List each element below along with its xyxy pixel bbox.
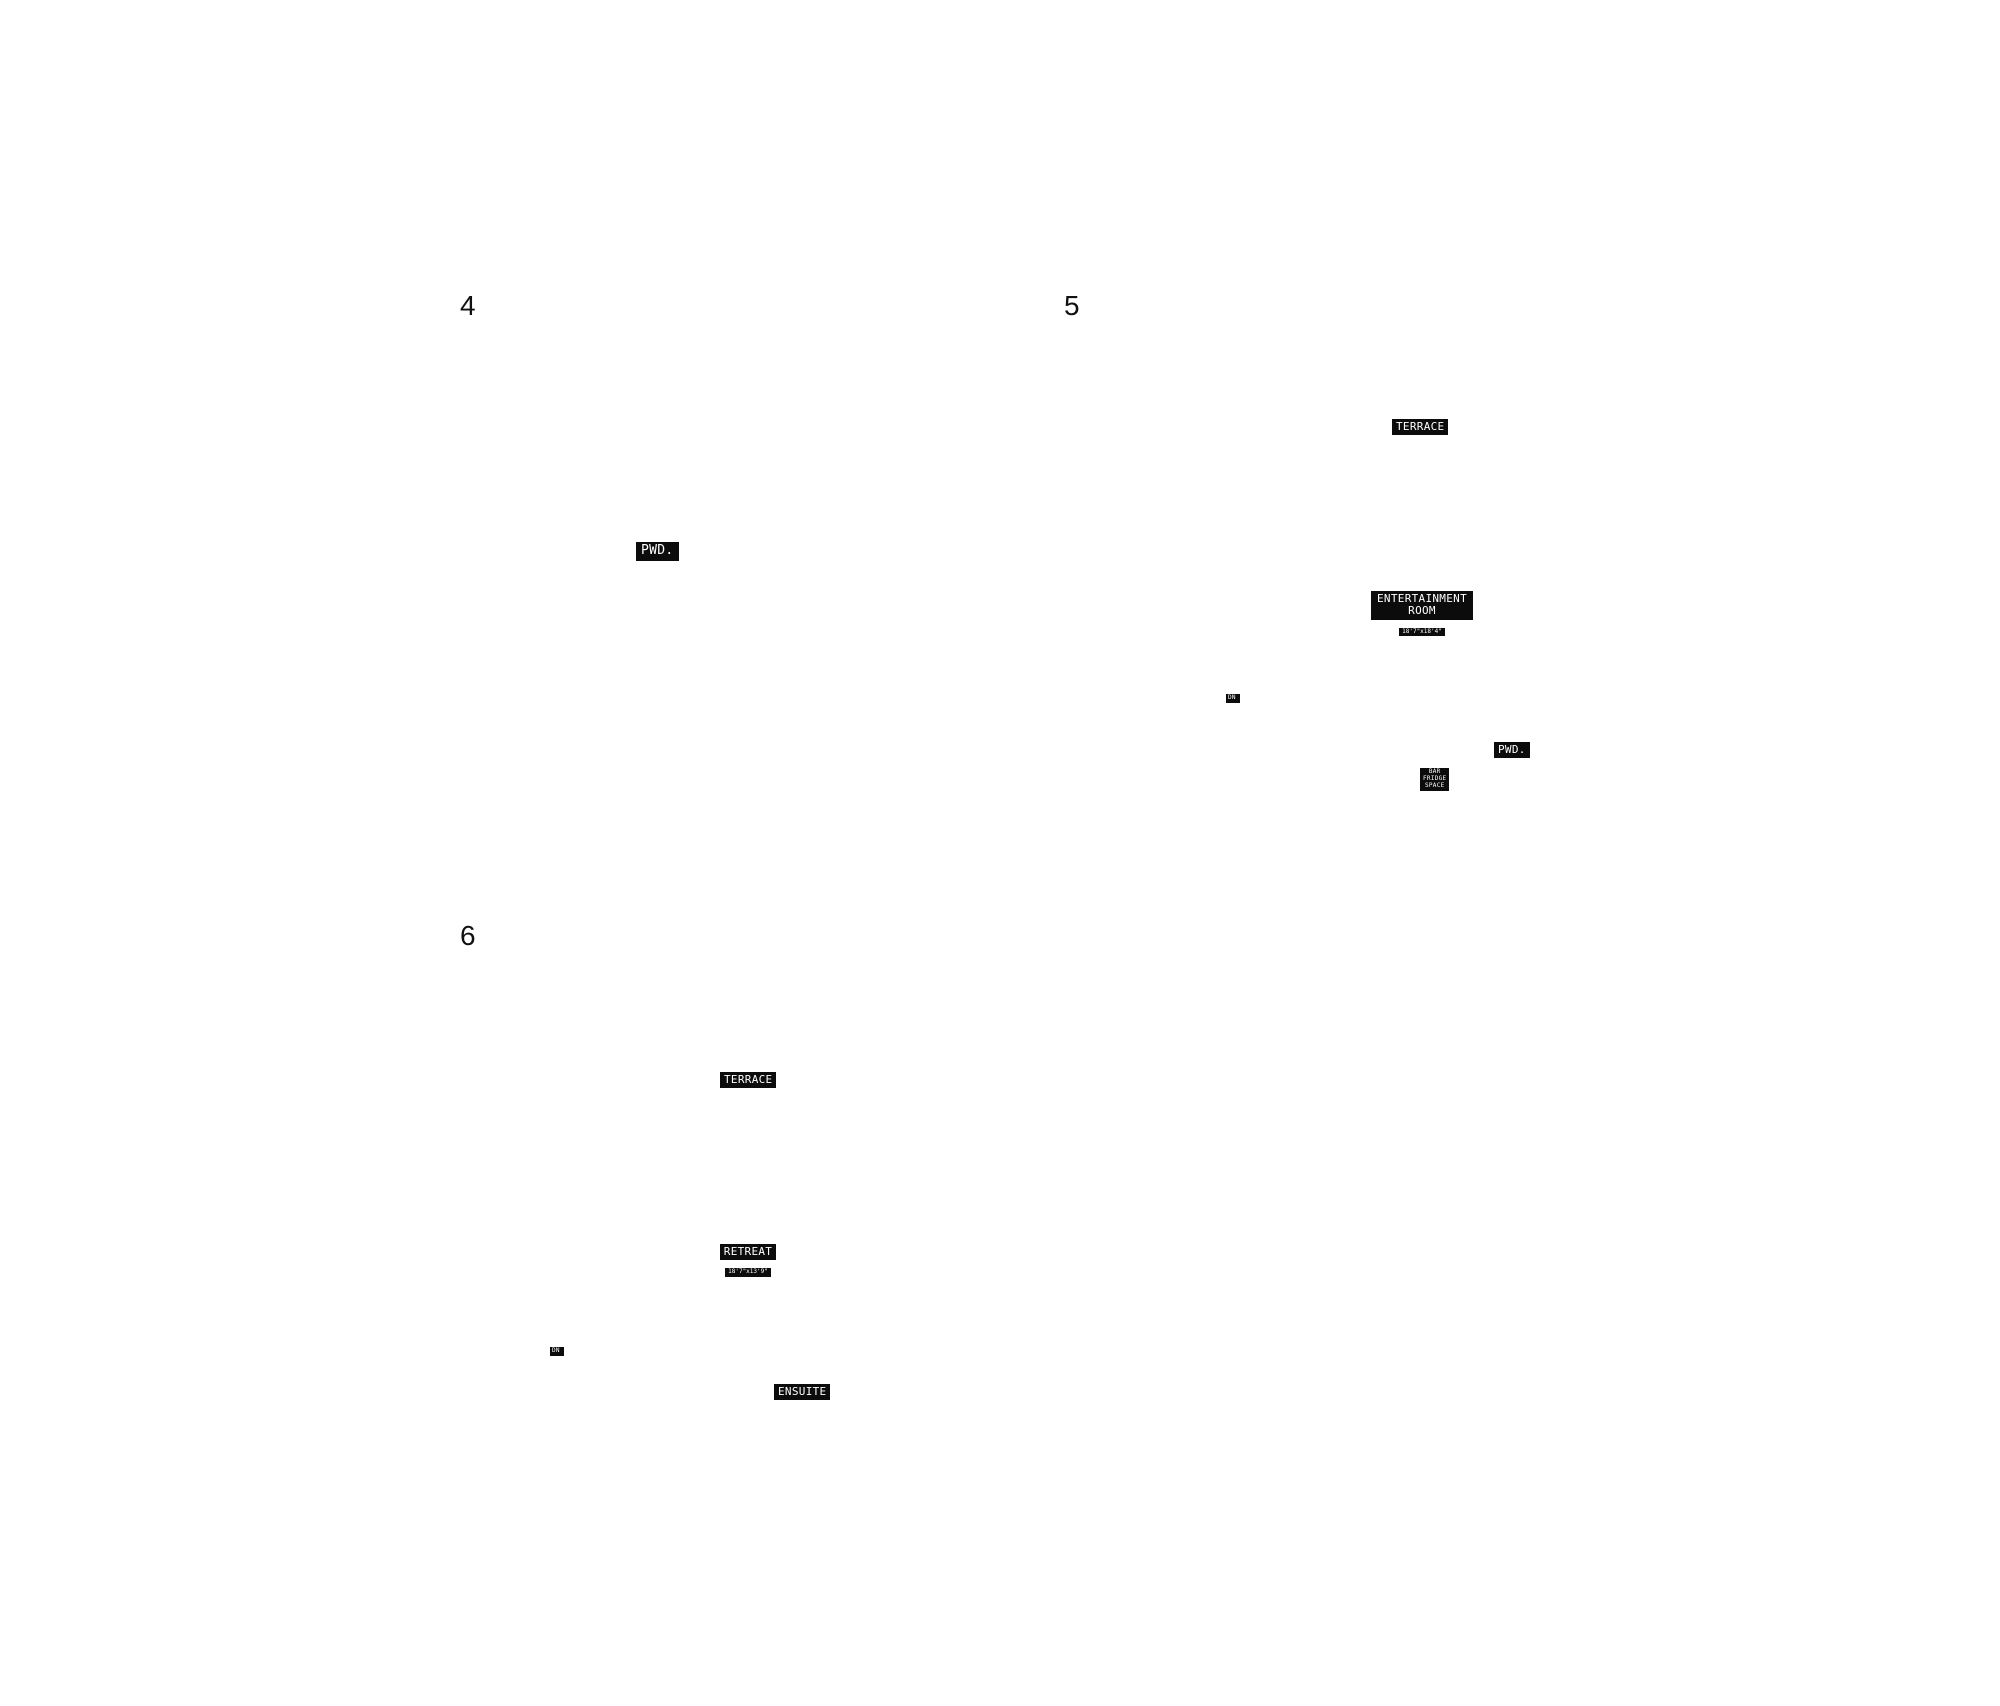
stair-down-label: DN bbox=[1226, 694, 1240, 703]
room-label-ensuite: ENSUITE bbox=[774, 1384, 831, 1401]
bar-fridge-space-label: BAR FRIDGE SPACE bbox=[1420, 768, 1450, 791]
room-label-entertainment-room: ENTERTAINMENT ROOM 18'7"x18'4" bbox=[1370, 591, 1474, 638]
room-name-line: ROOM bbox=[1408, 604, 1436, 618]
label-line: BAR bbox=[1428, 768, 1441, 775]
floor-5-plan: 5 TERRACE ENTERTAINMENT ROOM 18'7"x18'4"… bbox=[1044, 280, 1604, 840]
floor-number: 6 bbox=[460, 920, 476, 951]
label-line: SPACE bbox=[1424, 781, 1445, 789]
stair-down-label: DN bbox=[550, 1347, 564, 1356]
floor-number: 4 bbox=[460, 290, 476, 321]
label-line: FRIDGE bbox=[1423, 774, 1447, 782]
room-name: RETREAT bbox=[719, 1244, 777, 1261]
floor-4-plan: 4 PWD. bbox=[440, 280, 1000, 840]
room-dimensions: 18'7"x13'9" bbox=[725, 1268, 771, 1277]
room-dimensions: 18'7"x18'4" bbox=[1399, 627, 1445, 637]
room-label-terrace: TERRACE bbox=[1392, 419, 1449, 436]
room-label-retreat: RETREAT 18'7"x13'9" bbox=[718, 1242, 778, 1278]
room-label-terrace: TERRACE bbox=[720, 1072, 777, 1089]
room-label-powder: PWD. bbox=[636, 542, 679, 561]
room-label-powder: PWD. bbox=[1494, 742, 1530, 759]
room-label-text: TERRACE bbox=[1396, 420, 1445, 433]
room-name: ENTERTAINMENT ROOM bbox=[1371, 591, 1473, 620]
floor-number: 5 bbox=[1064, 290, 1080, 321]
floor-6-plan: 6 TERRACE RETREAT 18'7"x13'9" DN ENSUITE bbox=[440, 910, 1000, 1470]
room-name-line: ENTERTAINMENT bbox=[1377, 592, 1467, 605]
